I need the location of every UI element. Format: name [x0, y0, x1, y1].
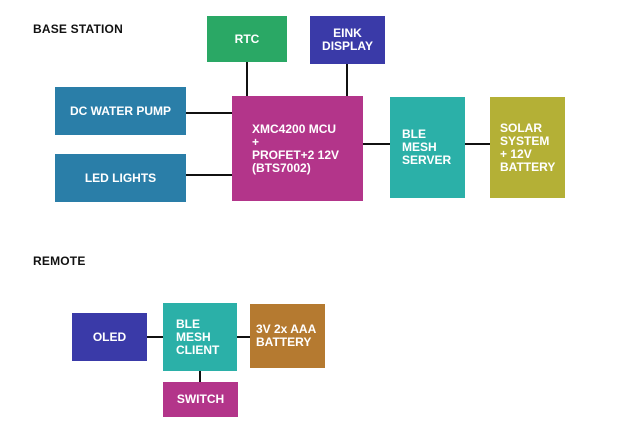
solar-label-line: BATTERY: [500, 159, 556, 174]
mcu-label-line: (BTS7002): [252, 160, 311, 175]
mcu-label-line: +: [252, 134, 260, 149]
wire-pump-mcu: [186, 112, 232, 114]
oled-block: OLED: [72, 313, 147, 361]
led-label-line: LED LIGHTS: [84, 170, 157, 185]
solar-label-line: SOLAR: [500, 120, 542, 135]
solar-label-line: SYSTEM: [500, 133, 550, 148]
ble-server-label-line: MESH: [402, 140, 437, 154]
mcu-label-line: XMC4200 MCU: [252, 121, 337, 136]
mcu-label-line: PROFET+2 12V: [252, 147, 340, 162]
wire-ble-server-solar: [465, 143, 490, 145]
switch-block: SWITCH: [163, 382, 238, 417]
ble-client-label-line: MESH: [176, 329, 211, 344]
battery-label-line: BATTERY: [256, 335, 312, 349]
remote-heading: REMOTE: [33, 254, 86, 268]
wire-led-mcu: [186, 174, 232, 176]
led-lights-block: LED LIGHTS: [55, 154, 186, 202]
wire-oled-ble-client: [147, 336, 163, 338]
eink-label-line: EINK: [333, 26, 362, 40]
eink-label-line: DISPLAY: [322, 39, 373, 53]
base-station-heading: BASE STATION: [33, 22, 123, 36]
oled-label-line: OLED: [92, 329, 127, 344]
wire-ble-client-switch: [199, 371, 201, 382]
switch-label-line: SWITCH: [176, 392, 225, 406]
pump-label-line: DC WATER PUMP: [69, 103, 172, 118]
ble-server-label-line: SERVER: [402, 153, 452, 167]
ble-client-label-line: CLIENT: [176, 342, 220, 357]
dc-water-pump-block: DC WATER PUMP: [55, 87, 186, 135]
wire-mcu-ble-server: [363, 143, 390, 145]
wire-rtc-mcu: [246, 61, 248, 96]
wire-eink-mcu: [346, 63, 348, 96]
ble-server-label-line: BLE: [402, 127, 426, 141]
rtc-block: RTC: [207, 16, 287, 62]
battery-label-line: 3V 2x AAA: [256, 322, 317, 336]
wire-ble-client-battery: [237, 336, 250, 338]
ble-client-label-line: BLE: [176, 316, 200, 331]
solar-label-line: + 12V: [500, 146, 532, 161]
mcu-block: XMC4200 MCU+PROFET+2 12V(BTS7002): [232, 96, 363, 201]
rtc-label-line: RTC: [234, 31, 260, 46]
